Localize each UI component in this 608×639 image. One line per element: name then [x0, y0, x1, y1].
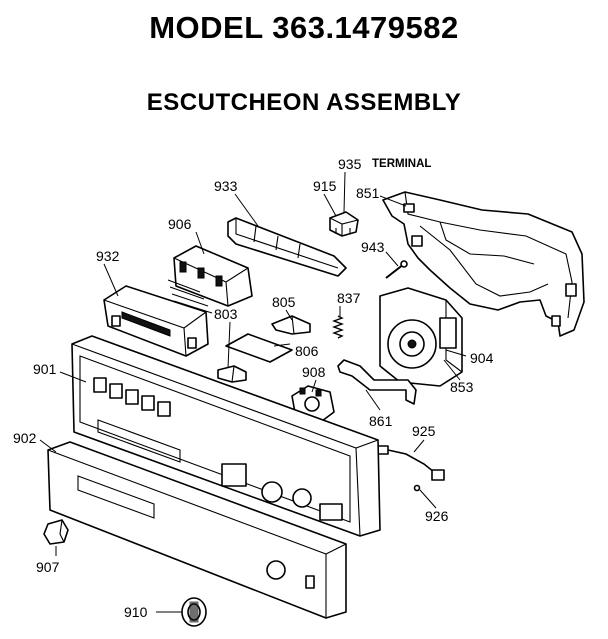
part-932-bracket: [103, 285, 209, 357]
callout-803: 803: [214, 306, 238, 322]
part-837-spring: [332, 315, 344, 339]
part-933-panel: [227, 217, 347, 277]
callout-925: 925: [412, 423, 436, 439]
callout-943: 943: [361, 239, 385, 255]
callout-926: 926: [425, 508, 449, 524]
part-910-knob: [181, 597, 207, 627]
part-943-screw: [385, 260, 408, 279]
part-906-switch-assembly: [167, 245, 253, 314]
callout-837: 837: [337, 290, 361, 306]
part-861-lever: [337, 359, 417, 405]
part-803-lamp: [217, 365, 247, 383]
callout-853: 853: [450, 379, 474, 395]
part-901-escutcheon: [71, 335, 381, 537]
callout-805: 805: [272, 294, 296, 310]
callout-910: 910: [124, 604, 148, 620]
callout-904: 904: [470, 350, 494, 366]
callout-terminal: TERMINAL: [372, 158, 431, 170]
callout-806: 806: [295, 343, 319, 359]
part-926-small-part: [413, 484, 421, 492]
leader-lines: [39, 171, 467, 613]
callout-907: 907: [36, 559, 60, 575]
assembly-title: ESCUTCHEON ASSEMBLY: [146, 89, 462, 116]
part-907-clip: [43, 519, 69, 545]
model-title: MODEL 363.1479582: [149, 10, 459, 45]
callout-933: 933: [214, 178, 238, 194]
callout-851: 851: [356, 185, 380, 201]
part-805-clip: [271, 315, 311, 335]
part-925-wire-harness: [377, 445, 445, 481]
callout-902: 902: [13, 430, 37, 446]
callout-861: 861: [369, 413, 393, 429]
callout-908: 908: [302, 364, 326, 380]
part-904-timer: [379, 287, 463, 387]
callout-906: 906: [168, 216, 192, 232]
part-915-terminal-block: [329, 211, 359, 237]
callout-915: 915: [313, 178, 337, 194]
part-806-plate: [225, 333, 293, 363]
callout-labels: 933 915 935 TERMINAL 851 906 943 932 805…: [13, 156, 494, 620]
callout-935: 935: [338, 156, 362, 172]
part-902-trim-panel: [47, 441, 347, 619]
part-851-console-housing: [382, 191, 585, 337]
callout-901: 901: [33, 361, 57, 377]
callout-932: 932: [96, 248, 120, 264]
